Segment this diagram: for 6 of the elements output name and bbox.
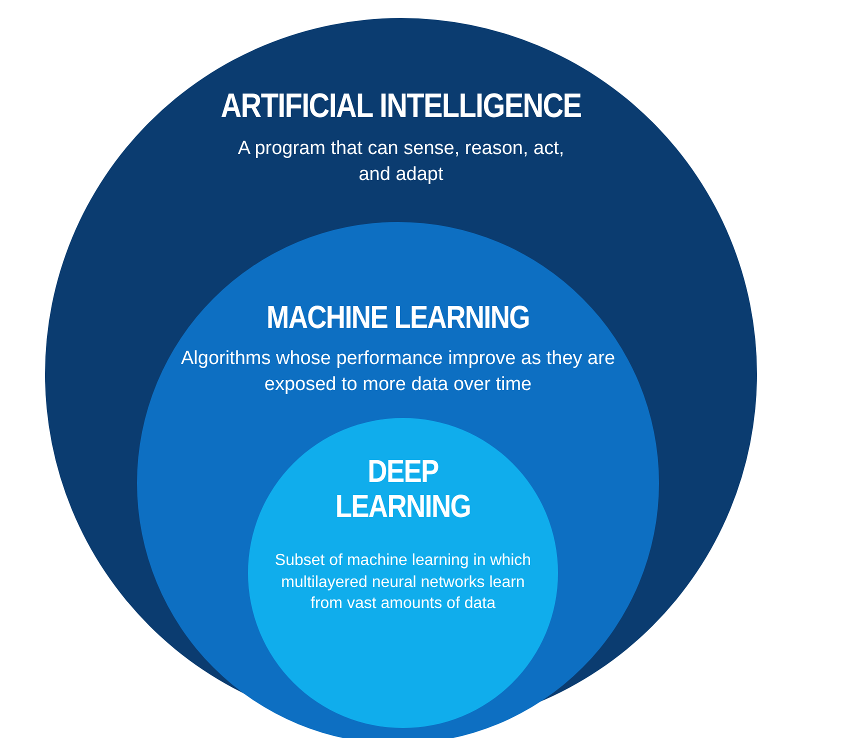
region-description: A program that can sense, reason, act, and adapt bbox=[236, 137, 566, 187]
region-heading: ARTIFICIAL INTELLIGENCE bbox=[220, 88, 582, 126]
region-description: Algorithms whose performance improve as they are exposed to more data over time bbox=[180, 347, 616, 397]
region-heading: DEEP LEARNING bbox=[334, 454, 472, 524]
region-description: Subset of machine learning in which multilayered neural networks learn from vast amounts of data bbox=[274, 551, 532, 614]
region-heading: MACHINE LEARNING bbox=[266, 300, 530, 336]
